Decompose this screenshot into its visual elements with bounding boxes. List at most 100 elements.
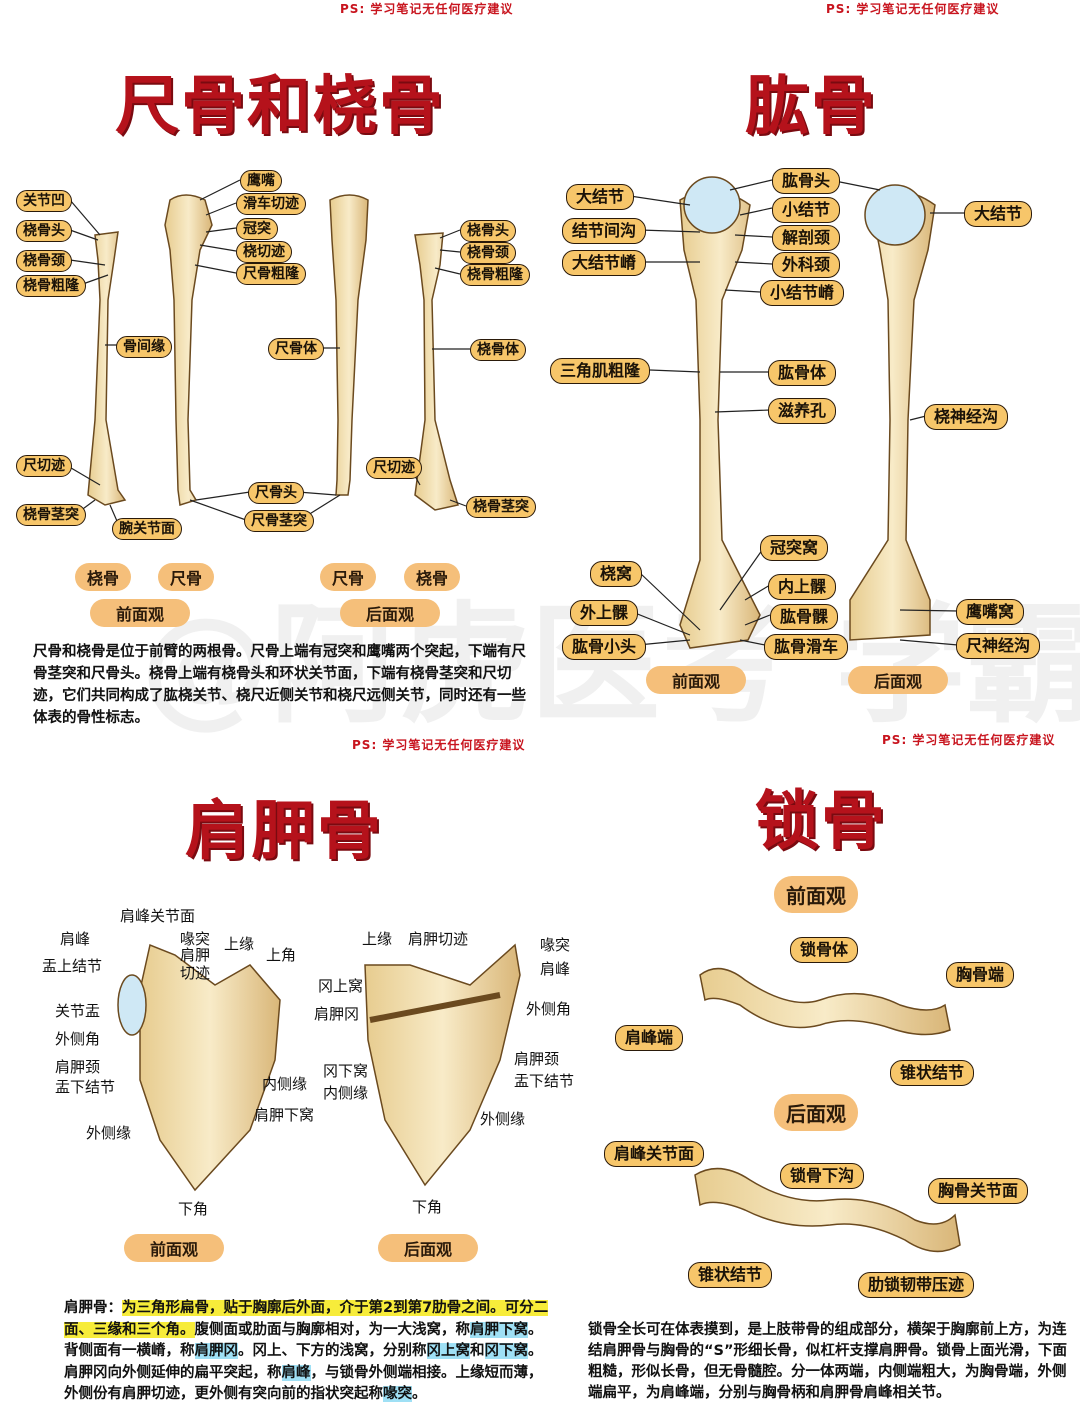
- label-panshangjiejie: 盂上结节: [42, 957, 103, 975]
- ulna-radius-front-view: 前面观: [90, 599, 191, 627]
- label-sanjiaojicilong: 三角肌粗隆: [550, 358, 651, 384]
- label-chigujingtu: 尺骨茎突: [244, 510, 314, 532]
- label-b-jianfengguanjiemian: 肩峰关节面: [604, 1141, 705, 1167]
- label-neiceyuan: 内侧缘: [262, 1075, 308, 1093]
- label-gongxiaotou: 肱骨小头: [562, 634, 647, 660]
- scapula-para-part: 肩胛骨：: [64, 1300, 122, 1316]
- scapula-back-view: 后面观: [378, 1234, 479, 1262]
- label-chishenjinggou: 尺神经沟: [956, 633, 1041, 659]
- humerus-front: [679, 190, 761, 649]
- label-jianjiajing: 肩胛颈: [55, 1058, 101, 1076]
- label-gujianyuan: 骨间缘: [116, 336, 172, 358]
- ulna-radius-back-view: 后面观: [340, 599, 441, 627]
- label-b-zhuizhuangjiejie: 锥状结节: [688, 1262, 773, 1288]
- label-yutu: 喙突: [180, 930, 211, 948]
- scapula-para-term: 喙突: [383, 1386, 412, 1402]
- label-zhuizhuangjiejie: 锥状结节: [890, 1060, 975, 1086]
- scapula-front-view: 前面观: [124, 1234, 225, 1262]
- label-b-neiceyuan: 内侧缘: [323, 1084, 369, 1102]
- label-huacheqieji: 滑车切迹: [236, 193, 306, 215]
- label-gangshangwo: 冈上窝: [318, 977, 364, 995]
- label-jianfengduan: 肩峰端: [615, 1025, 684, 1051]
- label-gangxiawo: 冈下窝: [323, 1062, 369, 1080]
- label-panxiajiejie: 盂下结节: [55, 1078, 116, 1096]
- label-leisuorendaiyaji: 肋锁韧带压迹: [858, 1272, 975, 1298]
- label-b-jianjiaqieji: 肩胛切迹: [408, 930, 469, 948]
- label-waishangke: 外上髁: [570, 600, 639, 626]
- label-xiongguguanjiemian: 胸骨关节面: [928, 1178, 1029, 1204]
- label-suoguxiagou: 锁骨下沟: [780, 1163, 865, 1189]
- ps-notice-4: PS: 学习笔记无任何医疗建议: [882, 733, 1056, 747]
- humerus-front-view: 前面观: [646, 666, 747, 694]
- ulna-back: [329, 194, 369, 496]
- scapula-para-term: 肩胛冈: [194, 1343, 238, 1359]
- label-jianfeng: 肩峰: [60, 930, 91, 948]
- ps-notice-1: PS: 学习笔记无任何医疗建议: [340, 2, 514, 16]
- label-naowo: 桡窝: [590, 561, 643, 587]
- label-yingzuiwo: 鹰嘴窝: [956, 599, 1025, 625]
- label-r-naogujingtu: 桡骨茎突: [466, 496, 536, 518]
- ps-notice-3: PS: 学习笔记无任何医疗建议: [352, 738, 526, 752]
- label-jianjiagang: 肩胛冈: [314, 1005, 360, 1023]
- label-guantuwo: 冠突窝: [760, 535, 829, 561]
- ps-notice-2: PS: 学习笔记无任何医疗建议: [826, 2, 1000, 16]
- label-r-naoguti: 桡骨体: [470, 339, 526, 361]
- bone-name-ulna-front: 尺骨: [158, 563, 215, 591]
- ulna-radius-title: 尺骨和桡骨: [115, 70, 445, 144]
- label-b-shangyuan: 上缘: [362, 930, 393, 948]
- label-chigutou: 尺骨头: [248, 482, 304, 504]
- label-b-waiceyuan: 外侧缘: [480, 1110, 526, 1128]
- label-jiepoujing: 解剖颈: [772, 225, 841, 251]
- label-b-jianjiajing: 肩胛颈: [514, 1050, 560, 1068]
- label-b-jianfeng: 肩峰: [540, 960, 571, 978]
- label-b-xiajiao: 下角: [412, 1198, 443, 1216]
- label-b-waicejiao: 外侧角: [526, 1000, 572, 1018]
- bone-name-radius-back: 桡骨: [404, 563, 461, 591]
- label-naoqieji: 桡切迹: [236, 241, 292, 263]
- label-xiaojiejieji: 小结节嵴: [760, 280, 845, 306]
- clavicle-back-view: 后面观: [774, 1094, 858, 1131]
- scapula-para-part: 腹侧面或肋面与胸廓相对，为一大浅窝，称: [194, 1321, 471, 1338]
- label-jianjiaxiawo: 肩胛下窝: [254, 1106, 315, 1124]
- label-waiceyuan: 外侧缘: [86, 1124, 132, 1142]
- humerus-back-view: 后面观: [848, 666, 949, 694]
- scapula-back: [364, 943, 521, 1187]
- scapula-para-term: 冈上窝: [426, 1343, 470, 1359]
- label-guanjieao: 关节凹: [16, 190, 72, 212]
- label-dajiejieji: 大结节嵴: [562, 250, 647, 276]
- label-b-panxiajiejie: 盂下结节: [514, 1072, 575, 1090]
- label-jianfengguanjiemian: 肩峰关节面: [120, 907, 196, 925]
- label-chiguti: 尺骨体: [268, 338, 324, 360]
- clavicle-front-view: 前面观: [774, 876, 858, 913]
- label-shangjiao: 上角: [266, 946, 297, 964]
- scapula-para-part: 。冈上、下方的浅窝，分别称: [238, 1343, 427, 1359]
- label-neishangke: 内上髁: [768, 574, 837, 600]
- scapula-para-part: 。肩胛冈向外侧延伸的扁平突起，称: [64, 1343, 543, 1381]
- label-wanguanjiemian: 腕关节面: [112, 518, 182, 540]
- label-guantu: 冠突: [236, 218, 278, 240]
- ulna-radius-paragraph: 尺骨和桡骨是位于前臂的两根骨。尺骨上端有冠突和鹰嘴两个突起，下端有尺骨茎突和尺骨…: [33, 644, 526, 726]
- scapula-front: [139, 943, 281, 1192]
- label-naogujingtu: 桡骨茎突: [16, 504, 86, 526]
- scapula-para-part: 。: [412, 1386, 427, 1402]
- label-suoguti: 锁骨体: [790, 937, 859, 963]
- label-naogutou: 桡骨头: [16, 220, 72, 242]
- scapula-para-part: ，与锁骨外侧端相接。上缘短而薄，外侧份有肩胛切迹，更外侧有突向前的指状突起称: [64, 1364, 543, 1403]
- humerus-title: 肱骨: [745, 70, 877, 144]
- radius-front: [87, 231, 127, 506]
- bone-name-radius-front: 桡骨: [75, 563, 132, 591]
- scapula-para-part: 和: [470, 1343, 485, 1359]
- humerus-back: [849, 190, 936, 641]
- label-yingzui: 鹰嘴: [240, 170, 282, 192]
- label-waicejiao: 外侧角: [55, 1030, 101, 1048]
- label-ziyangkong: 滋养孔: [768, 398, 837, 424]
- scapula-para-term: 肩峰: [281, 1364, 311, 1381]
- label-naogucilong: 桡骨粗隆: [16, 275, 86, 297]
- label-gonghuache: 肱骨滑车: [764, 634, 849, 660]
- clavicle-front: [699, 967, 951, 1036]
- label-waikejing: 外科颈: [772, 252, 841, 278]
- label-gonggujiao: 肱骨髁: [770, 604, 839, 630]
- label-b-yutu: 喙突: [540, 936, 571, 954]
- label-r-naogutou: 桡骨头: [460, 220, 516, 242]
